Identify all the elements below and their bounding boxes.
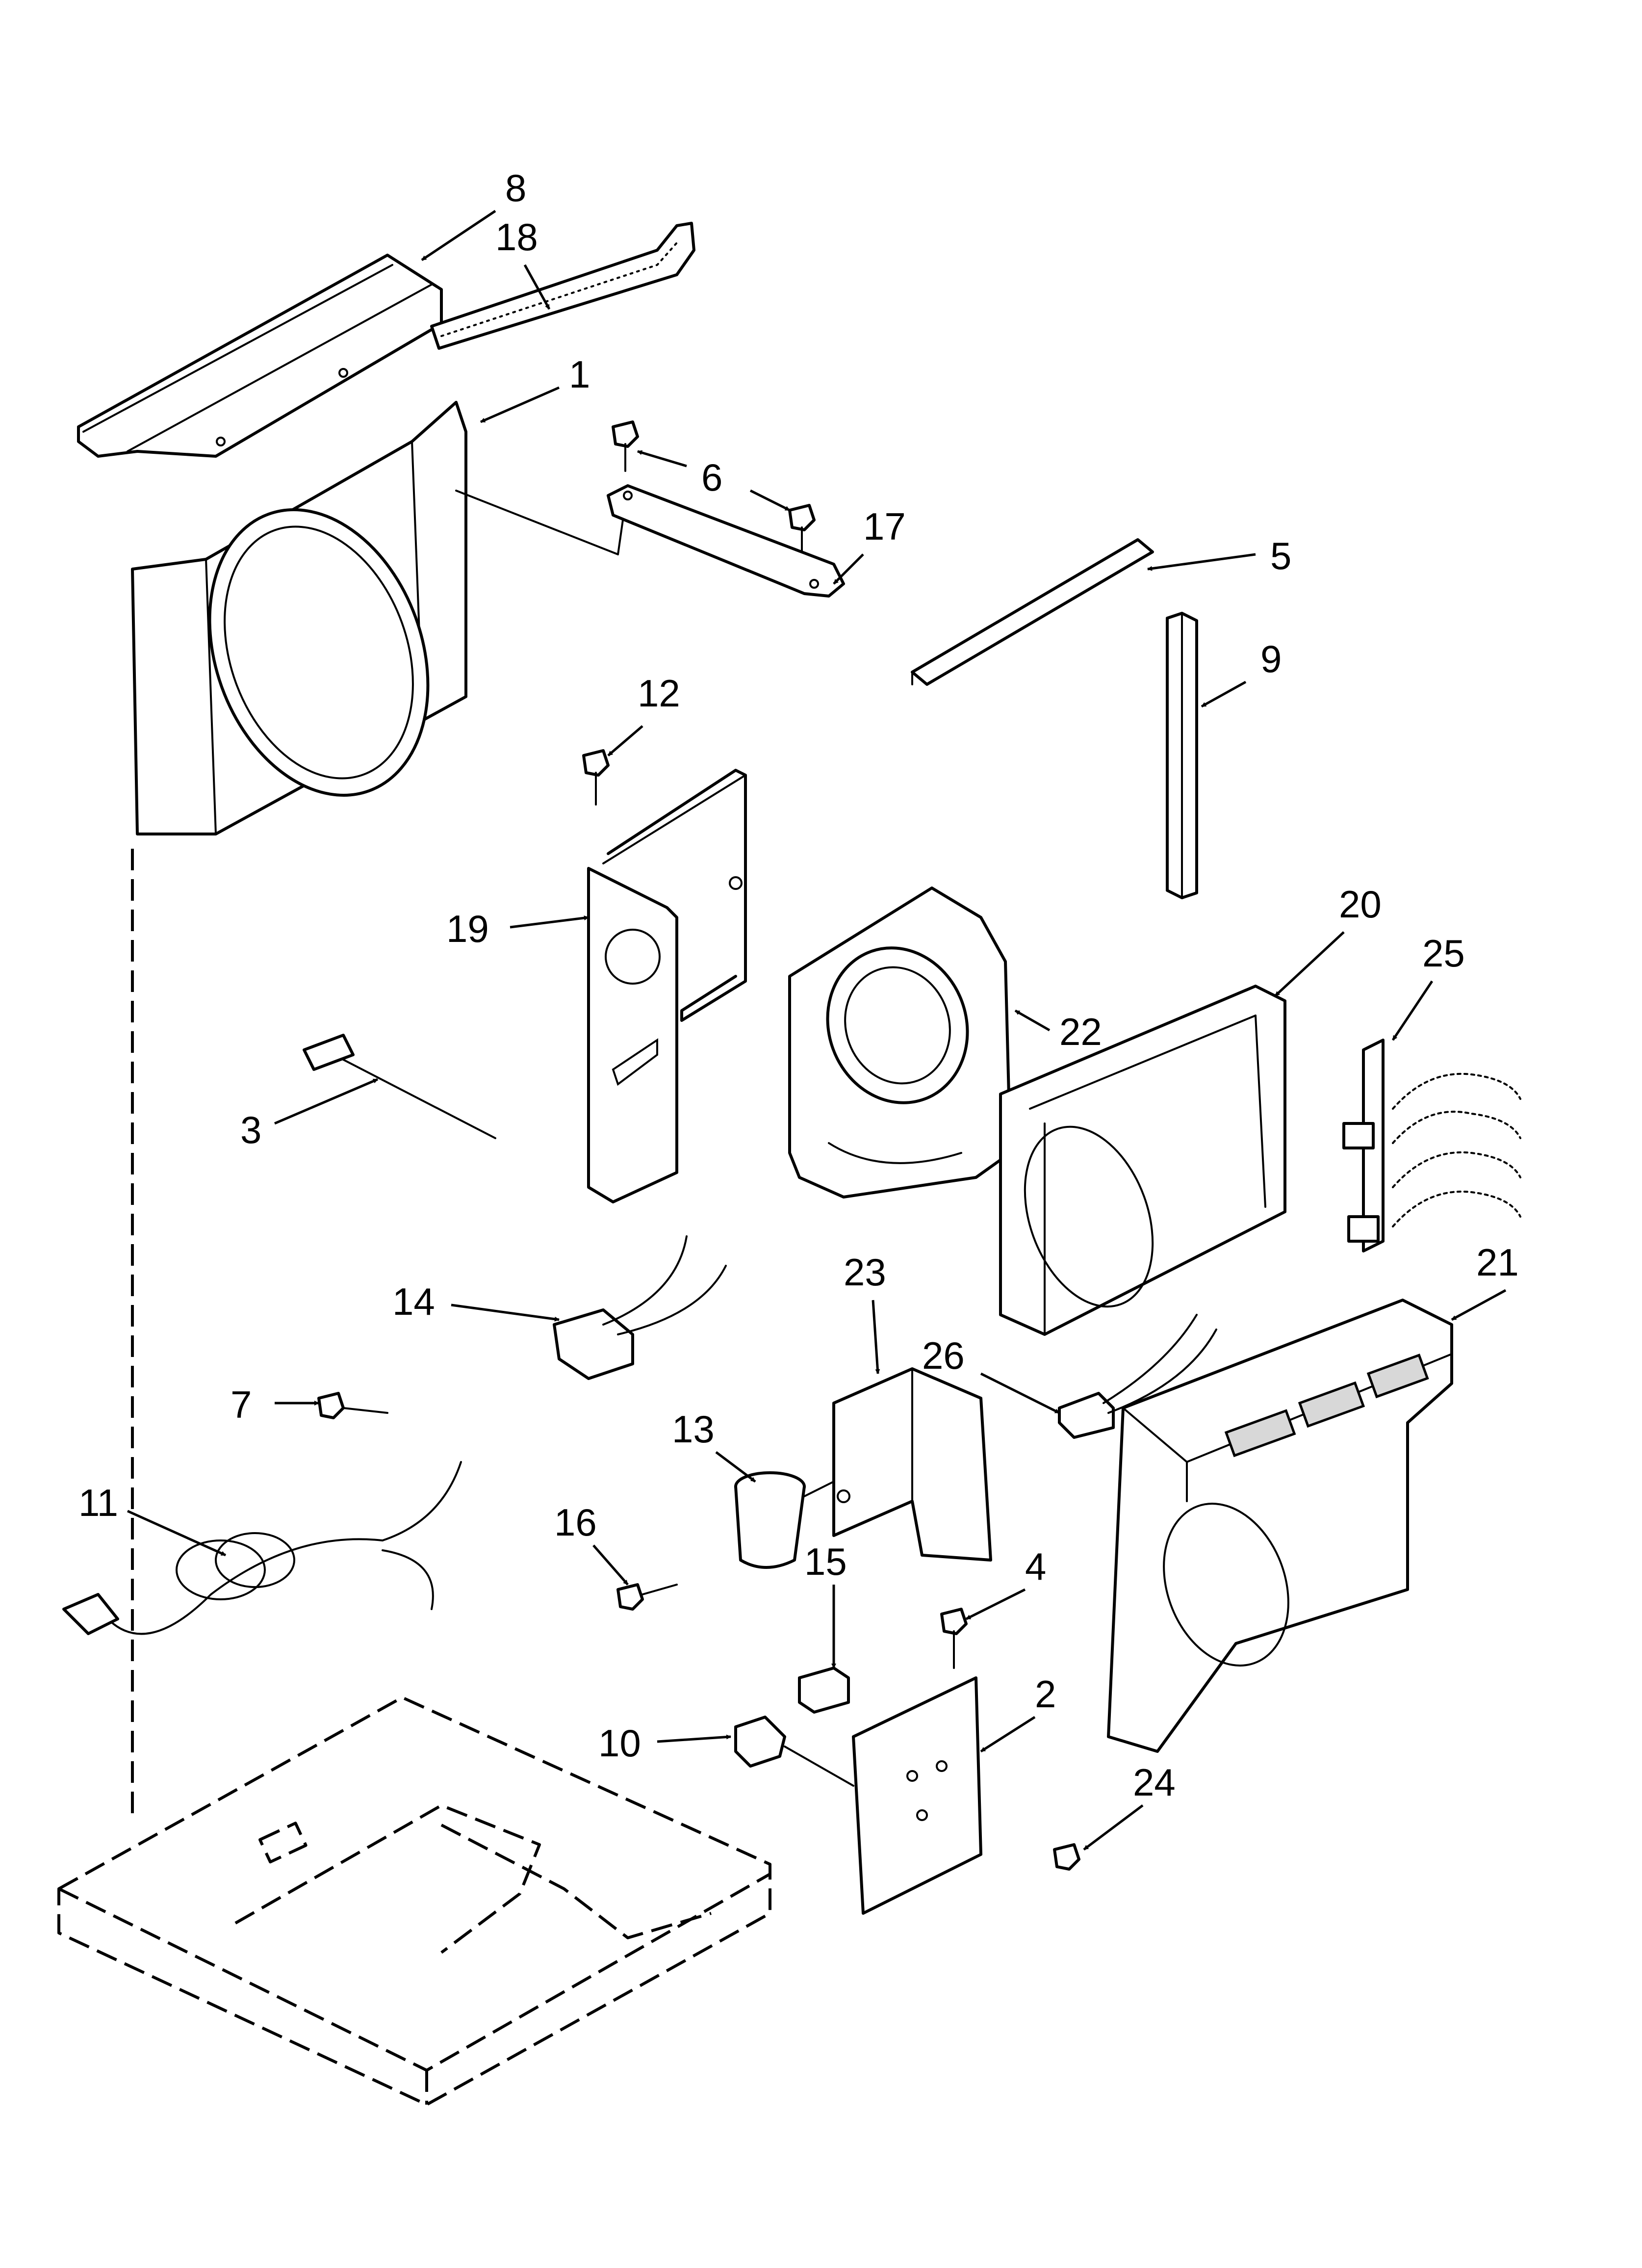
part-6-screws <box>612 420 816 555</box>
part-21-front-housing <box>1107 1299 1453 1753</box>
part-3-thermostat-probe <box>303 1034 496 1139</box>
part-11-power-cord <box>62 1461 462 1635</box>
part-1-fan-shroud <box>131 401 624 835</box>
part-14-switch <box>553 1235 727 1380</box>
part-10-switch <box>734 1716 854 1787</box>
callout-15: 15 <box>804 1540 847 1583</box>
callout-4: 4 <box>1025 1545 1046 1588</box>
callout-12: 12 <box>638 672 680 715</box>
part-26-connector <box>1058 1314 1217 1439</box>
callout-8: 8 <box>505 166 526 209</box>
part-17-bracket <box>607 484 845 598</box>
part-16-screw <box>616 1583 678 1611</box>
part-25-heater-assembly <box>1342 1039 1521 1252</box>
callout-23: 23 <box>844 1251 886 1294</box>
part-23-capacitor-bracket <box>832 1367 992 1562</box>
part-7-screw <box>317 1392 388 1419</box>
callout-1: 1 <box>569 353 590 396</box>
callout-2: 2 <box>1035 1672 1056 1716</box>
callout-19: 19 <box>446 907 489 950</box>
part-19-control-bracket <box>587 769 747 1203</box>
callout-18: 18 <box>495 215 538 259</box>
callout-6: 6 <box>701 456 722 499</box>
callout-13: 13 <box>672 1408 715 1451</box>
part-2-control-plate <box>852 1676 982 1915</box>
callout-10: 10 <box>598 1721 641 1765</box>
callout-11: 11 <box>78 1481 118 1524</box>
part-4-screw <box>940 1608 968 1669</box>
part-8-top-cover <box>77 254 443 458</box>
part-5-horizontal-strip <box>911 538 1154 686</box>
part-22-blower-scroll <box>788 886 1012 1199</box>
base-pan-reference <box>57 849 771 2106</box>
callout-26: 26 <box>922 1334 965 1377</box>
callout-3: 3 <box>240 1108 261 1151</box>
callout-labels: 8 18 1 6 17 5 9 12 19 22 20 25 3 14 23 2… <box>78 166 1519 1804</box>
callout-22: 22 <box>1059 1010 1102 1053</box>
callout-24: 24 <box>1133 1761 1176 1804</box>
part-20-evaporator-frame <box>999 985 1286 1336</box>
callout-21: 21 <box>1476 1241 1519 1284</box>
callout-14: 14 <box>392 1280 435 1323</box>
callout-17: 17 <box>863 505 906 548</box>
part-24-screw <box>1053 1843 1080 1871</box>
callout-9: 9 <box>1260 637 1282 680</box>
part-15-clip <box>798 1667 850 1714</box>
callout-7: 7 <box>231 1383 252 1426</box>
part-18-foam-seal <box>430 222 695 350</box>
callout-16: 16 <box>554 1501 597 1544</box>
callout-20: 20 <box>1339 883 1382 926</box>
part-12-screw <box>582 749 610 806</box>
callout-25: 25 <box>1422 932 1465 975</box>
part-9-vertical-strip <box>1166 612 1198 899</box>
leader-lines <box>127 209 1507 1851</box>
callout-5: 5 <box>1270 534 1291 577</box>
